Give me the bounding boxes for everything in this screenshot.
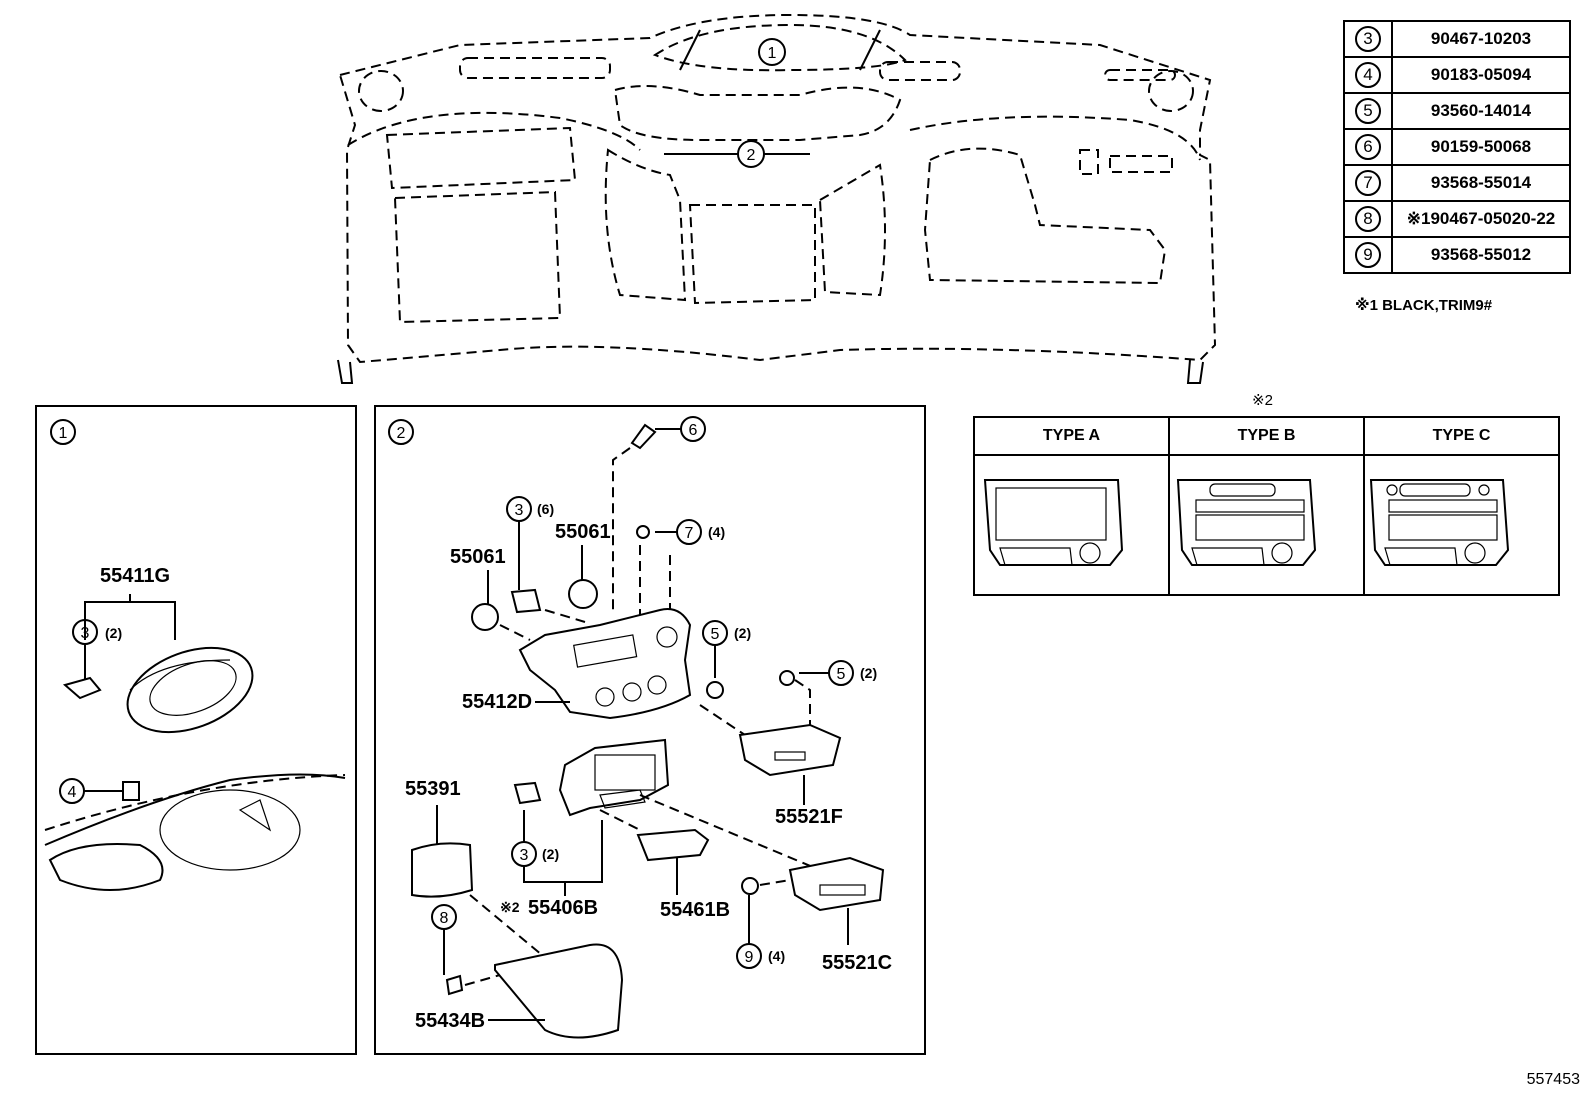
parts-ref-cell: 8	[1343, 200, 1393, 238]
parts-ref-number: 8	[1355, 206, 1381, 232]
parts-ref-number: 4	[1355, 62, 1381, 88]
callout-4: 4	[68, 784, 77, 801]
types-table: TYPE A TYPE B TYPE C	[973, 416, 1560, 596]
parts-ref-cell: 9	[1343, 236, 1393, 274]
label-55061-left: 55061	[450, 546, 506, 568]
parts-row: 5 93560-14014	[1343, 92, 1571, 130]
parts-ref-number: 6	[1355, 134, 1381, 160]
callout-8: 8	[440, 910, 449, 927]
callout-5-right: 5	[837, 666, 846, 683]
parts-ref-number: 7	[1355, 170, 1381, 196]
parts-number-cell: 90467-10203	[1391, 20, 1571, 58]
label-55406B: 55406B	[528, 897, 598, 919]
parts-ref-cell: 5	[1343, 92, 1393, 130]
parts-row: 9 93568-55012	[1343, 236, 1571, 274]
svg-text:(4): (4)	[708, 524, 725, 540]
footer-code: 557453	[1526, 1071, 1580, 1088]
label-55434B: 55434B	[415, 1010, 485, 1032]
callout-7: 7	[685, 525, 694, 542]
type-c-header: TYPE C	[1363, 416, 1560, 456]
parts-ref-number: 5	[1355, 98, 1381, 124]
label-55461B: 55461B	[660, 899, 730, 921]
svg-text:(2): (2)	[860, 665, 877, 681]
parts-ref-cell: 4	[1343, 56, 1393, 94]
callout-6: 6	[689, 422, 698, 439]
dashboard-outline	[337, 13, 1217, 384]
parts-table: 3 90467-10203 4 90183-05094 5 93560-14014 6 901…	[1343, 20, 1571, 274]
parts-row: 4 90183-05094	[1343, 56, 1571, 94]
type-a-header: TYPE A	[973, 416, 1170, 456]
parts-row: 7 93568-55014	[1343, 164, 1571, 202]
label-55411G: 55411G	[100, 565, 170, 587]
label-55521C: 55521C	[822, 952, 892, 974]
parts-number-cell: 93568-55012	[1391, 236, 1571, 274]
callout-3-top: 3	[515, 502, 524, 519]
parts-row: 6 90159-50068	[1343, 128, 1571, 166]
panel-2-ref: 2	[397, 425, 406, 442]
parts-ref-cell: 7	[1343, 164, 1393, 202]
parts-number-cell: 90159-50068	[1391, 128, 1571, 166]
callout-2: 2	[747, 147, 756, 164]
callout-9: 9	[745, 949, 754, 966]
callout-3-bottom: 3	[520, 847, 529, 864]
type-c-cell	[1363, 454, 1560, 596]
callout-3-panel1: 3	[81, 625, 90, 642]
svg-text:(2): (2)	[105, 625, 122, 641]
parts-number-cell: 93560-14014	[1391, 92, 1571, 130]
type-a-cell	[973, 454, 1170, 596]
label-55521F: 55521F	[775, 806, 843, 828]
type-b-cell	[1168, 454, 1365, 596]
parts-number-cell: ※190467-05020-22	[1391, 200, 1571, 238]
dashboard-callouts: 1 2	[664, 38, 810, 168]
note-star2: ※2	[1252, 392, 1273, 409]
note-black-trim: ※1 BLACK,TRIM9#	[1355, 297, 1493, 314]
parts-number-cell: 90183-05094	[1391, 56, 1571, 94]
parts-ref-cell: 6	[1343, 128, 1393, 166]
panel-1-ref: 1	[59, 425, 68, 442]
panel-2: 2 6 3 (6) 55061 55061 7 (4)	[374, 405, 926, 1055]
label-55061-right: 55061	[555, 521, 611, 543]
panel-1: 1 55411G 3 (2) 4	[35, 405, 357, 1055]
parts-ref-cell: 3	[1343, 20, 1393, 58]
parts-row: 8 ※190467-05020-22	[1343, 200, 1571, 238]
label-55412D: 55412D	[462, 691, 532, 713]
callout-5-left: 5	[711, 626, 720, 643]
label-55391: 55391	[405, 778, 461, 800]
svg-text:(6): (6)	[537, 501, 554, 517]
note-star2-55406B: ※2	[500, 899, 520, 915]
type-b-header: TYPE B	[1168, 416, 1365, 456]
callout-1: 1	[768, 45, 777, 62]
svg-text:(2): (2)	[542, 846, 559, 862]
parts-ref-number: 3	[1355, 26, 1381, 52]
parts-number-cell: 93568-55014	[1391, 164, 1571, 202]
parts-ref-number: 9	[1355, 242, 1381, 268]
parts-row: 3 90467-10203	[1343, 20, 1571, 58]
svg-text:(4): (4)	[768, 948, 785, 964]
svg-text:(2): (2)	[734, 625, 751, 641]
